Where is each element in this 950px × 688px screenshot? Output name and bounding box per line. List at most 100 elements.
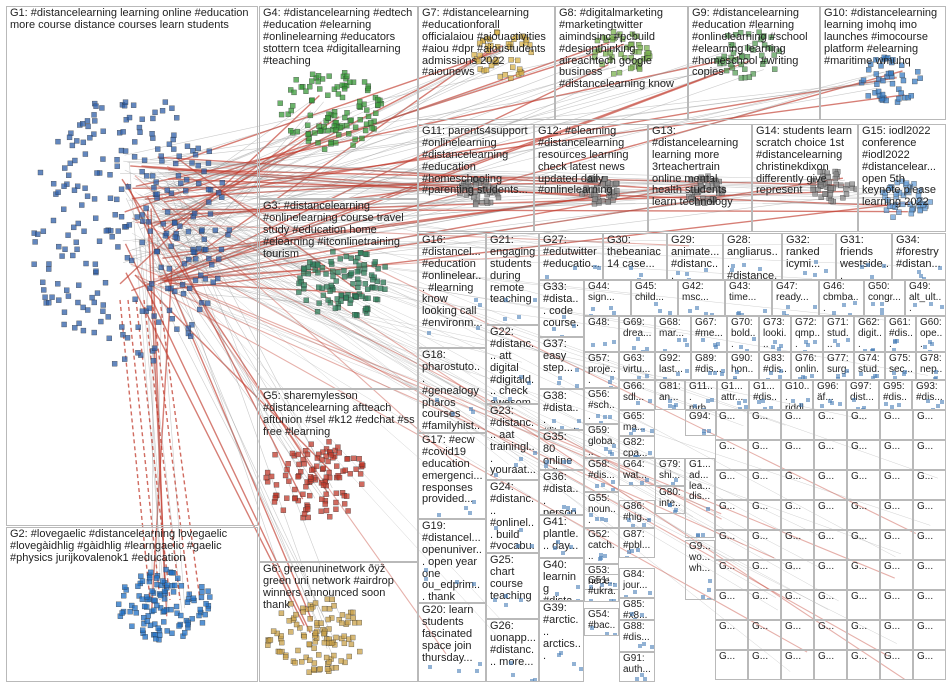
node (758, 267, 762, 271)
node (472, 500, 476, 504)
node (810, 374, 814, 378)
group-label: G41: plantle... day... (543, 517, 581, 553)
node (934, 370, 938, 374)
node (595, 601, 599, 602)
small-group-label: G... (884, 472, 910, 483)
node (936, 404, 940, 408)
small-group-label: G... (851, 472, 877, 483)
group-pane-g82: G82: cpa... (619, 436, 655, 458)
node (743, 399, 747, 403)
group-label: G31: friends westside... (840, 235, 889, 280)
group-pane-g16: G16: #distancel... #education #onlinelea… (418, 233, 486, 348)
group-pane-g25: G25: chart course teaching (486, 553, 539, 619)
node (647, 518, 651, 522)
group-label: G48: (588, 318, 616, 329)
group-pane-g57: G57: proje... (584, 352, 619, 388)
node (603, 554, 607, 558)
small-group-label: G... (884, 562, 910, 573)
small-group-pane: G... (814, 440, 847, 470)
group-pane-g45: G45: child... (631, 280, 678, 316)
node (923, 345, 927, 349)
small-group-label: G... (719, 622, 745, 633)
small-group-pane: G... (847, 500, 880, 530)
small-group-pane: G... (847, 440, 880, 470)
node (428, 665, 432, 669)
small-group-label: G... (818, 592, 844, 603)
small-group-pane: G... (814, 590, 847, 620)
node (632, 346, 636, 350)
node (648, 451, 652, 455)
node (478, 303, 482, 307)
group-label: G26: uonapp... #distanc... more... (490, 621, 536, 669)
group-label: G24: #distanc... #onlinel... build #voca… (490, 482, 536, 553)
node (769, 371, 773, 375)
small-group-pane: G... (913, 500, 946, 530)
node (710, 398, 714, 402)
group-pane-g10: G10: #distancelearning learning imohq im… (820, 6, 946, 120)
group-label: G57: proje... (588, 354, 616, 386)
node (757, 400, 761, 404)
group-label: G58: #dis... (588, 460, 616, 482)
node (612, 444, 616, 448)
node (527, 381, 531, 385)
small-group-label: G... (785, 622, 811, 633)
small-group-pane: G... (781, 590, 814, 620)
node (668, 399, 672, 403)
group-label: G1... #dis... (753, 382, 778, 410)
group-pane-g80: G80: inte... (655, 486, 685, 514)
group-label: G49: alt_ult... (909, 282, 943, 314)
node (735, 370, 739, 374)
node (707, 588, 711, 592)
group-label: G50: congr... (868, 282, 902, 304)
node (641, 428, 645, 432)
group-pane-g56: G56: #sch... (584, 388, 619, 424)
group-label: G88: #dis... (623, 622, 652, 644)
node (575, 384, 579, 388)
node (813, 340, 817, 344)
group-label: G18: pharostuto... #genealogy pharos cou… (422, 350, 483, 433)
group-pane-g55: G55: noun... (584, 492, 619, 528)
node (884, 402, 888, 406)
group-label: G20: learn students fascinated space joi… (422, 605, 483, 664)
small-group-pane: G... (913, 650, 946, 680)
small-group-label: G... (818, 472, 844, 483)
node (640, 673, 644, 677)
small-group-pane: G... (715, 590, 748, 620)
group-pane-g9: G9: #distancelearning #education #learni… (688, 6, 820, 120)
node (832, 311, 836, 315)
group-pane-g68: G68: mar... (655, 316, 691, 352)
small-group-pane: G... (715, 470, 748, 500)
node (533, 298, 537, 302)
small-group-label: G... (851, 562, 877, 573)
group-pane-g41: G41: plantle... day... (539, 515, 584, 558)
group-pane-g40: G40: learning #dista... (539, 558, 584, 601)
group-pane-g84: G84: jour... (619, 568, 655, 598)
node (478, 662, 482, 666)
node (731, 264, 735, 268)
node (562, 505, 566, 509)
node (696, 533, 700, 537)
node (629, 266, 633, 270)
small-group-pane: G... (781, 500, 814, 530)
small-group-label: G... (884, 622, 910, 633)
node (676, 372, 680, 376)
node (601, 483, 605, 487)
group-label: G22: #distanc... att digital #digitald..… (490, 327, 536, 404)
node (737, 401, 741, 405)
small-group-pane: G... (748, 470, 781, 500)
group-label: G47: ready... (776, 282, 816, 304)
node (629, 681, 633, 682)
node (575, 368, 579, 372)
small-group-label: G... (785, 592, 811, 603)
group-pane-g36: G36: #dista... person... (539, 470, 584, 515)
node (919, 274, 923, 278)
small-group-label: G... (785, 472, 811, 483)
group-label: G68: mar... (659, 318, 688, 340)
node (577, 419, 581, 423)
small-group-label: G... (851, 502, 877, 513)
node (895, 339, 899, 343)
small-group-pane: G... (880, 500, 913, 530)
group-pane-g11: G11: parents4support #onlinelearning #di… (418, 124, 534, 232)
node (567, 460, 571, 464)
